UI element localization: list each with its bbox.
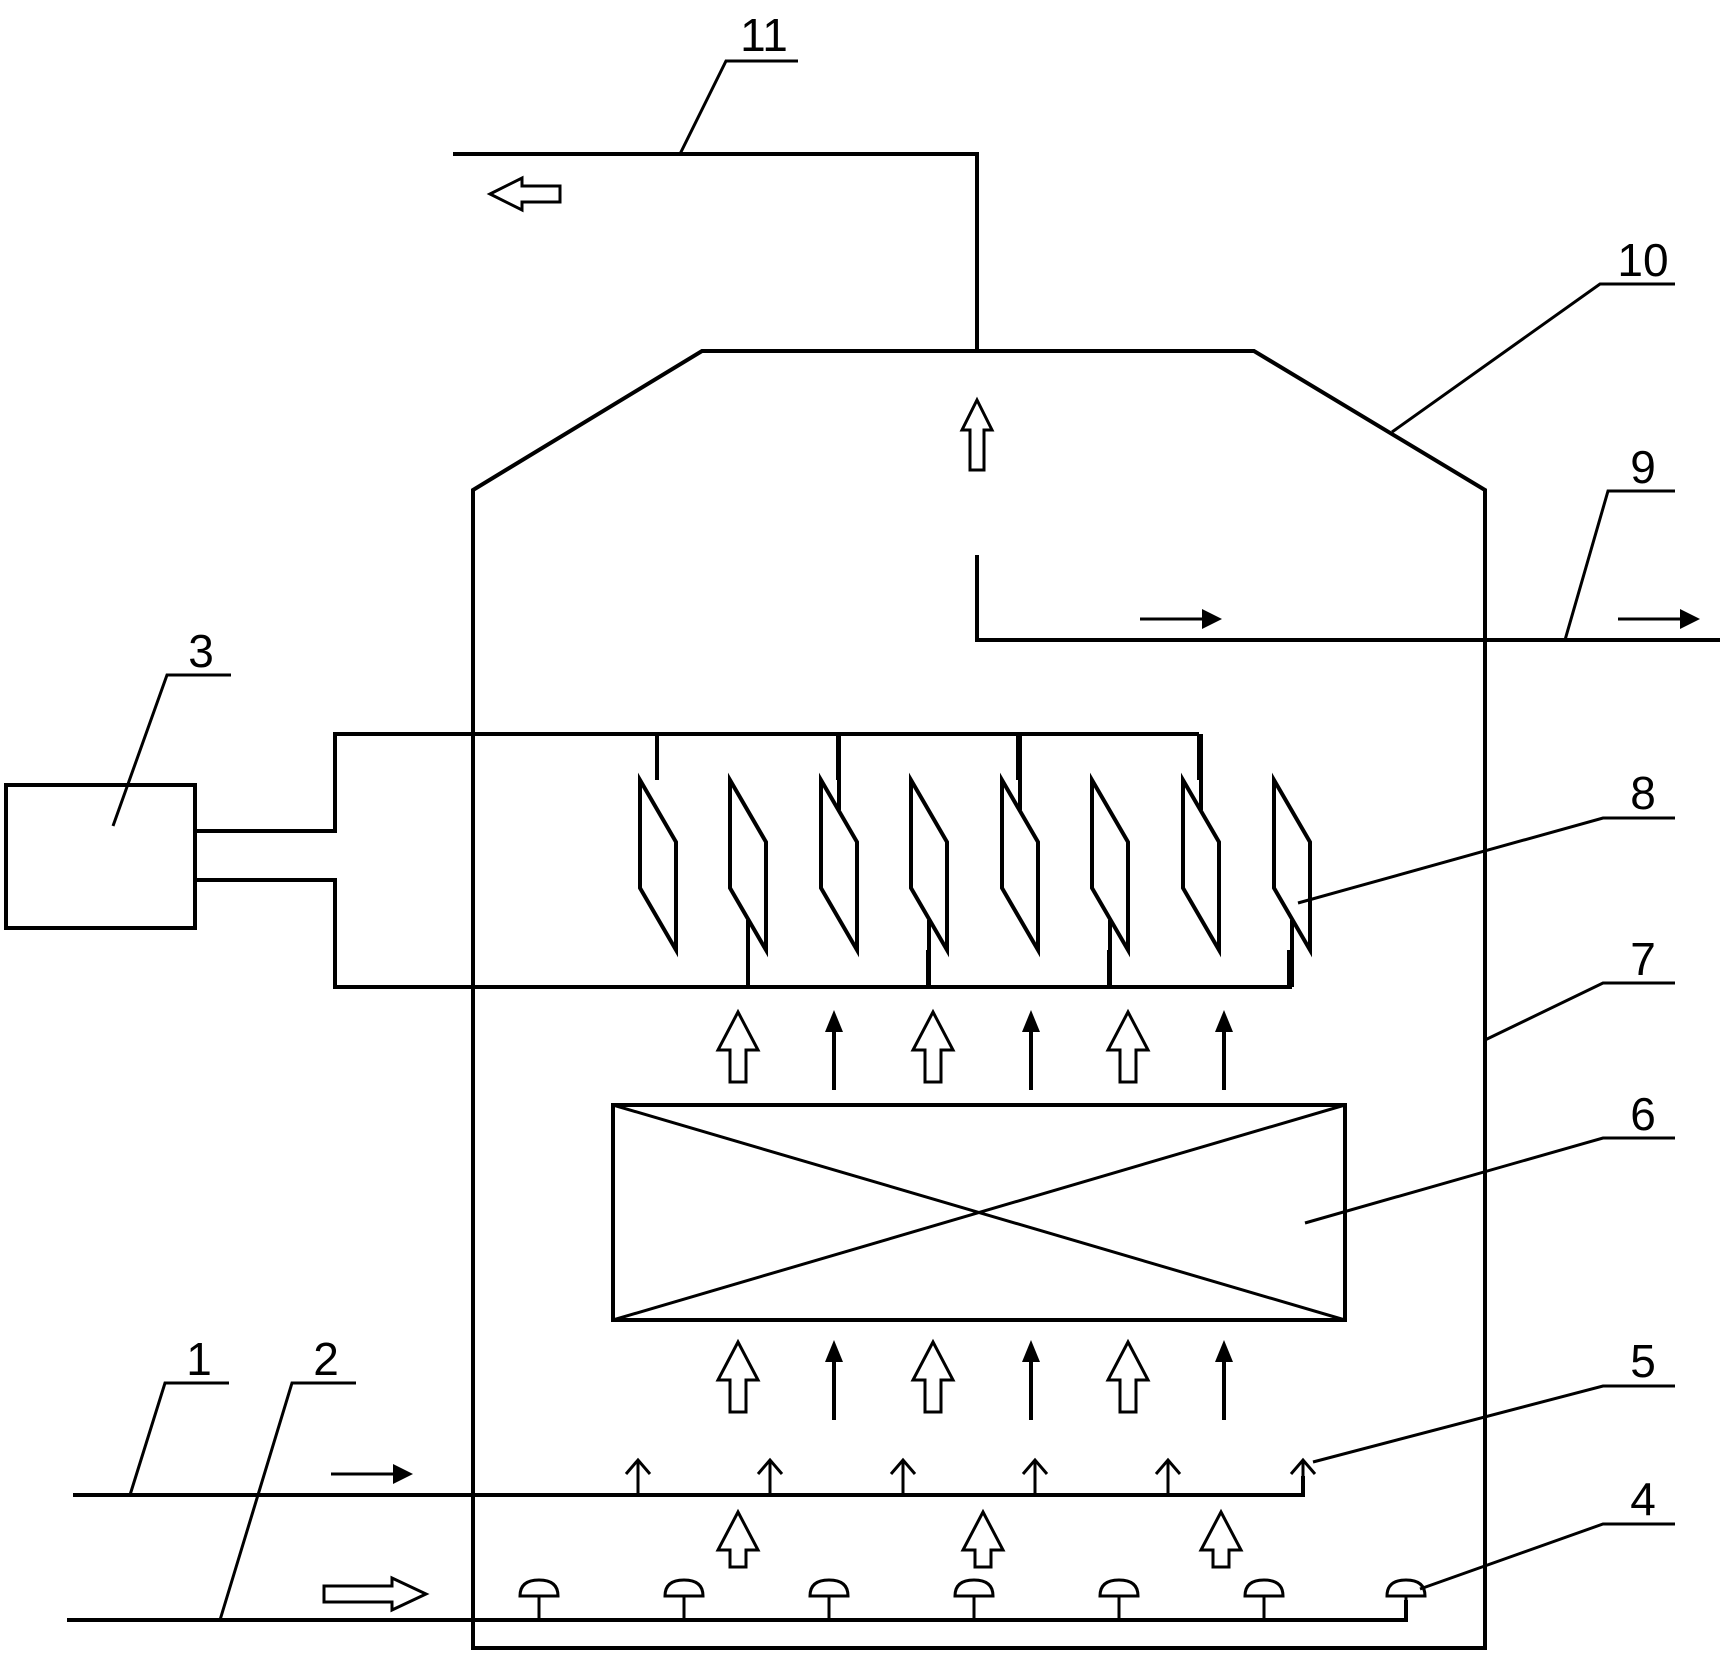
power-supply-box bbox=[4, 783, 197, 930]
label-3: 3 bbox=[188, 625, 214, 677]
spray-nozzle bbox=[1289, 1457, 1317, 1495]
gas-inlet-pipe bbox=[67, 1600, 1408, 1622]
electrode-group bbox=[638, 734, 1312, 987]
hollow-up-arrow bbox=[960, 1508, 1006, 1569]
power-supply-lead-lower bbox=[195, 878, 1292, 989]
leader-9 bbox=[1563, 489, 1675, 641]
flow-arrows-bottom bbox=[715, 1508, 1244, 1569]
hollow-up-arrow bbox=[1198, 1508, 1244, 1569]
label-1: 1 bbox=[186, 1333, 212, 1385]
label-2: 2 bbox=[313, 1333, 339, 1385]
gas-distributor bbox=[1385, 1578, 1427, 1620]
leader-4 bbox=[1419, 1522, 1675, 1591]
leader-2 bbox=[218, 1381, 356, 1621]
gas-distributors bbox=[518, 1578, 1427, 1620]
hollow-up-arrow bbox=[910, 1338, 956, 1414]
spray-nozzle bbox=[1021, 1457, 1049, 1495]
label-8: 8 bbox=[1630, 767, 1656, 819]
label-11: 11 bbox=[740, 9, 788, 61]
hollow-up-arrow bbox=[715, 1508, 761, 1569]
gas-distributor bbox=[663, 1578, 705, 1620]
electrode-plate bbox=[638, 772, 678, 958]
label-4: 4 bbox=[1630, 1473, 1656, 1525]
leader-11 bbox=[678, 59, 798, 155]
spray-nozzle bbox=[1154, 1457, 1182, 1495]
hollow-up-arrow bbox=[1105, 1008, 1151, 1084]
side-outlet-pipe bbox=[975, 555, 1720, 642]
liquid-inlet-arrow bbox=[331, 1464, 413, 1484]
electrode-plate bbox=[1272, 772, 1312, 987]
side-outlet-arrow-inner bbox=[1140, 609, 1222, 629]
power-supply-lead-upper bbox=[195, 732, 1199, 833]
gas-distributor bbox=[518, 1578, 560, 1620]
leader-5 bbox=[1312, 1384, 1675, 1464]
label-6: 6 bbox=[1630, 1088, 1656, 1140]
side-outlet-arrow-outer bbox=[1618, 609, 1700, 629]
solid-up-arrow bbox=[825, 1340, 843, 1420]
hollow-up-arrow bbox=[910, 1008, 956, 1084]
leader-1 bbox=[128, 1381, 229, 1496]
leader-10 bbox=[1391, 282, 1675, 434]
part-labels: 1 2 3 4 5 6 7 8 9 10 11 bbox=[186, 9, 1668, 1525]
label-7: 7 bbox=[1630, 933, 1656, 985]
label-9: 9 bbox=[1630, 441, 1656, 493]
solid-up-arrow bbox=[1022, 1010, 1040, 1090]
solid-up-arrow bbox=[825, 1010, 843, 1090]
hollow-up-arrow bbox=[715, 1338, 761, 1414]
leader-lines bbox=[111, 59, 1675, 1621]
packing-block bbox=[611, 1103, 1347, 1322]
spray-nozzle bbox=[889, 1457, 917, 1495]
flow-arrows-lower bbox=[715, 1338, 1233, 1420]
label-10: 10 bbox=[1617, 234, 1668, 286]
label-5: 5 bbox=[1630, 1335, 1656, 1387]
flow-arrows-upper bbox=[715, 1008, 1233, 1090]
leader-7 bbox=[1484, 981, 1675, 1042]
gas-inlet-arrow bbox=[322, 1575, 430, 1613]
solid-up-arrow bbox=[1215, 1010, 1233, 1090]
hollow-up-arrow bbox=[715, 1008, 761, 1084]
leader-3 bbox=[111, 673, 231, 827]
leader-6 bbox=[1304, 1136, 1675, 1225]
solid-up-arrow bbox=[1022, 1340, 1040, 1420]
gas-distributor bbox=[808, 1578, 850, 1620]
hollow-up-arrow bbox=[1105, 1338, 1151, 1414]
gas-distributor bbox=[953, 1578, 995, 1620]
solid-up-arrow bbox=[1215, 1340, 1233, 1420]
spray-nozzle bbox=[624, 1457, 652, 1495]
spray-nozzles bbox=[624, 1457, 1317, 1495]
top-outlet-pipe bbox=[453, 152, 979, 351]
vessel-body bbox=[471, 349, 1487, 1650]
outlet-flow-arrow bbox=[486, 175, 562, 213]
hood-flow-arrow bbox=[959, 396, 995, 472]
gas-distributor bbox=[1098, 1578, 1140, 1620]
leader-8 bbox=[1297, 816, 1675, 905]
spray-nozzle bbox=[756, 1457, 784, 1495]
gas-distributor bbox=[1243, 1578, 1285, 1620]
